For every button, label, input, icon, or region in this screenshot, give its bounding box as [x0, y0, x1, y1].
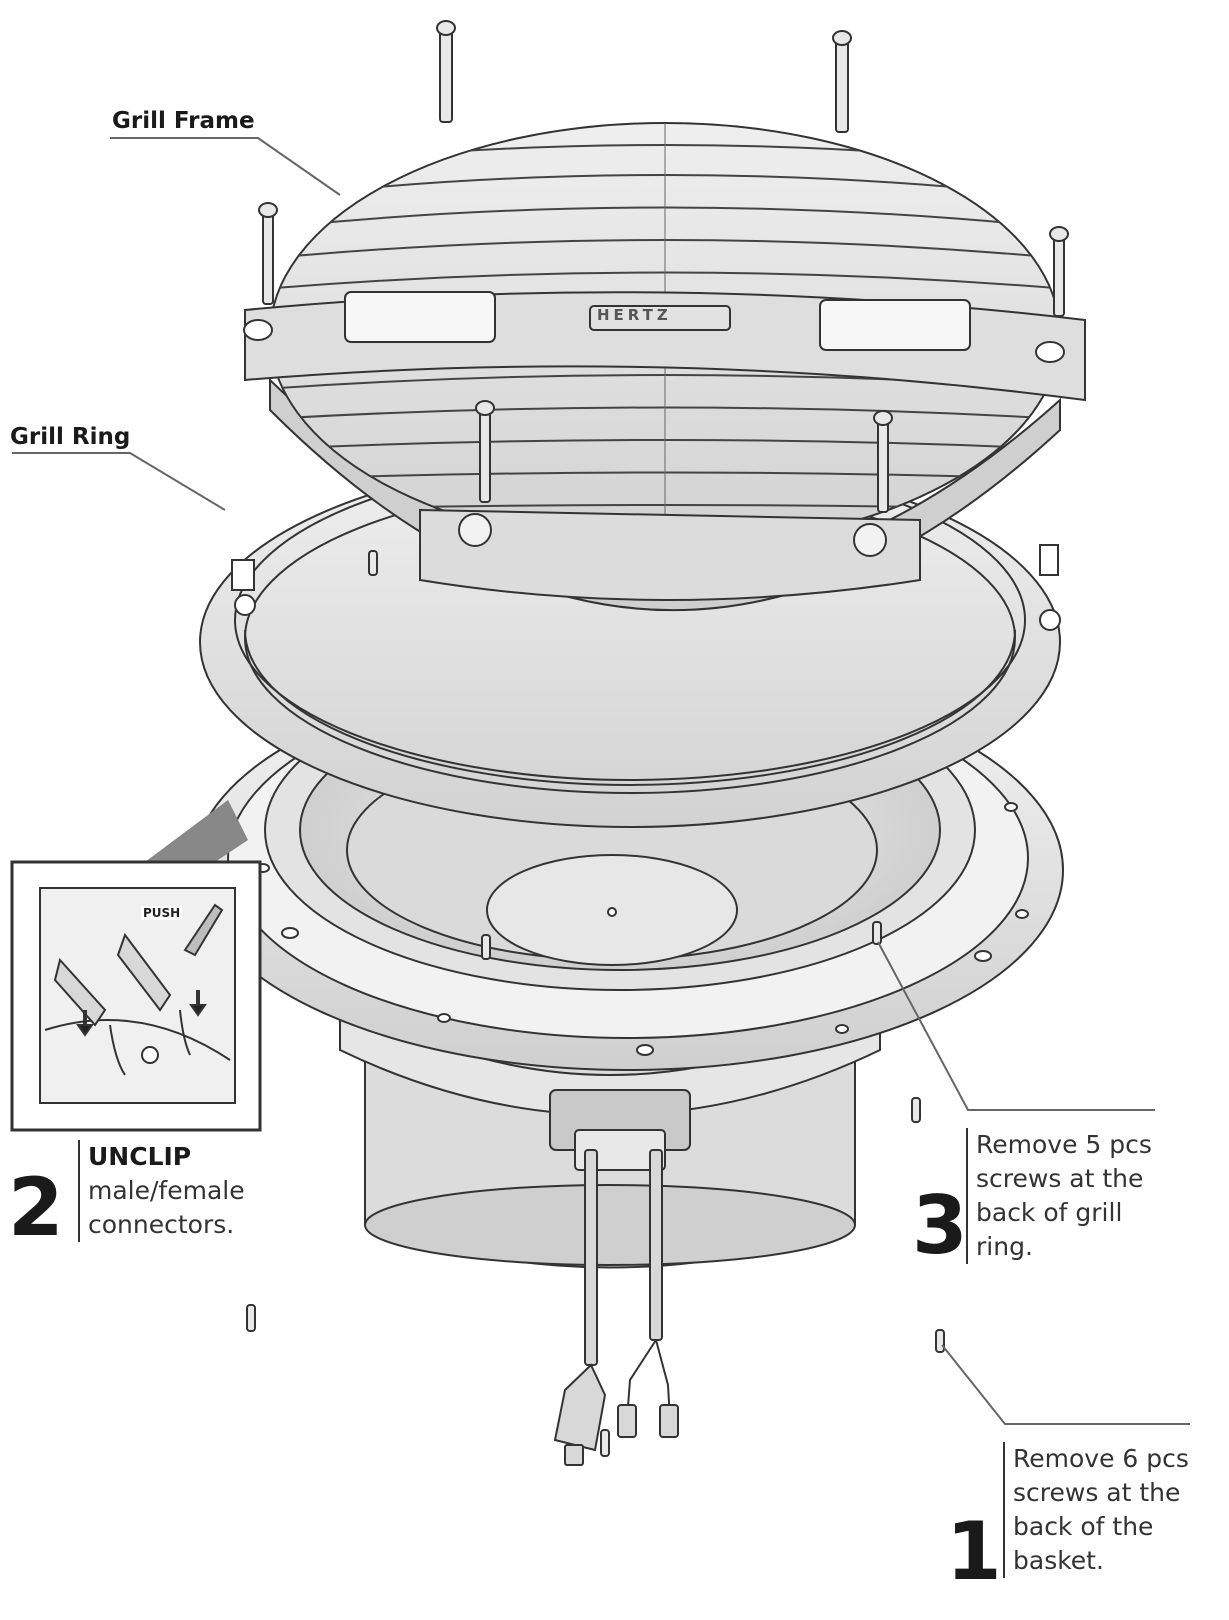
step-2-number: 2: [8, 1161, 64, 1254]
step-2-title: UNCLIP: [88, 1142, 192, 1171]
grill-frame-label: Grill Frame: [112, 108, 255, 134]
step-3-instructions: Remove 5 pcs screws at the back of grill…: [966, 1128, 1152, 1264]
speaker-wires: [553, 1149, 679, 1466]
step-3-line-3: back of grill: [976, 1198, 1123, 1227]
step-1-line-4: basket.: [1013, 1546, 1104, 1575]
step-1-line-1: Remove 6 pcs: [1013, 1444, 1189, 1473]
screws: [246, 20, 1069, 1457]
step-2-instructions: UNCLIP male/female connectors.: [78, 1140, 245, 1242]
step-3-number: 3: [912, 1179, 968, 1272]
step-1-line-2: screws at the: [1013, 1478, 1181, 1507]
unclip-inset: [10, 800, 262, 1132]
step-1-number: 1: [946, 1505, 1002, 1598]
push-label: PUSH: [141, 906, 183, 920]
step-1-line-3: back of the: [1013, 1512, 1154, 1541]
step-3-line-1: Remove 5 pcs: [976, 1130, 1152, 1159]
step-3-line-4: ring.: [976, 1232, 1033, 1261]
brand-logo: HERTZ: [597, 306, 672, 324]
leader-lines: [12, 137, 1190, 1425]
grill-ring-label: Grill Ring: [10, 424, 131, 450]
step-1-instructions: Remove 6 pcs screws at the back of the b…: [1003, 1442, 1189, 1578]
step-2-line-2: connectors.: [88, 1210, 235, 1239]
step-3-line-2: screws at the: [976, 1164, 1144, 1193]
step-2-line-1: male/female: [88, 1176, 245, 1205]
